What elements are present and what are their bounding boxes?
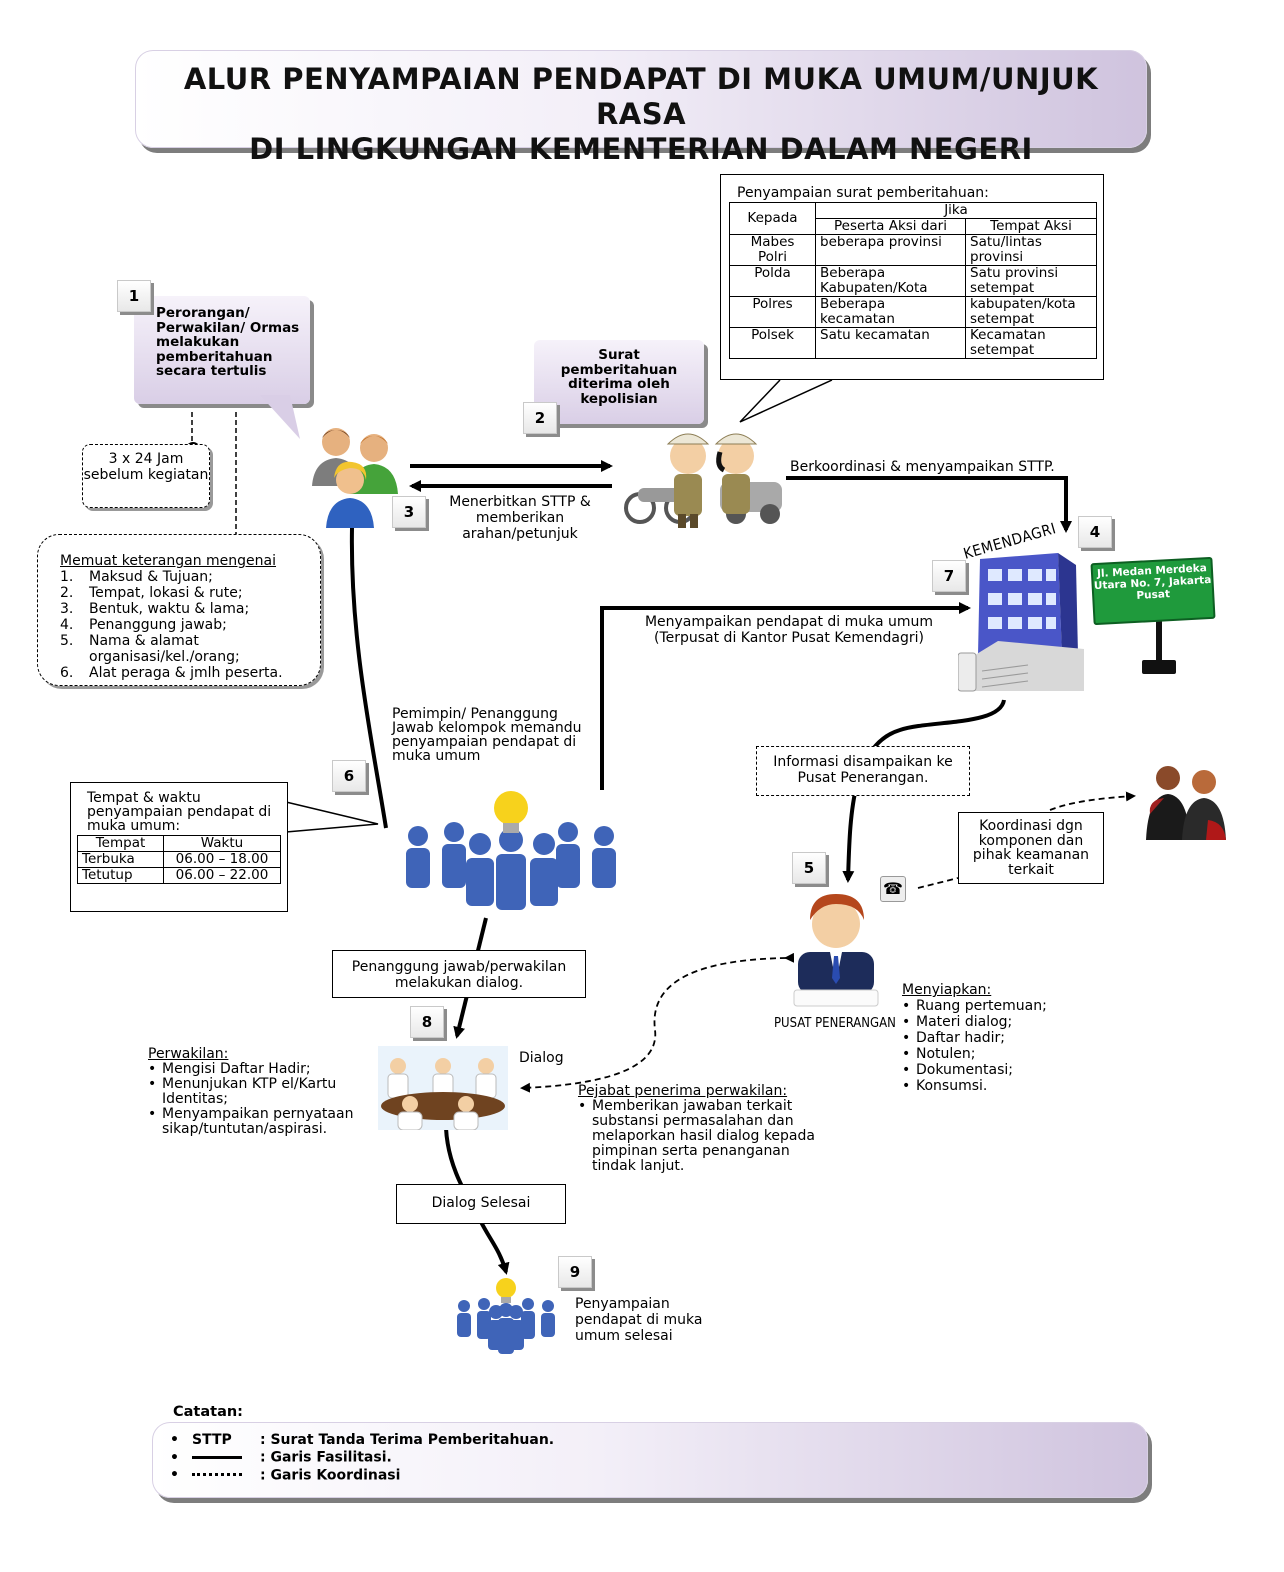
dialog-done-note: Dialog Selesai [396, 1184, 566, 1224]
dialog-rep-note: Penanggung jawab/perwakilan melakukan di… [332, 950, 586, 998]
police-icon [624, 433, 782, 528]
security-people-icon [1146, 766, 1226, 840]
list-item: 6.Alat peraga & jmlh peserta. [60, 665, 283, 681]
title-line-2: DI LINGKUNGAN KEMENTERIAN DALAM NEGERI [249, 132, 1033, 166]
step3-text: Menerbitkan STTP & memberikan arahan/pet… [449, 494, 591, 542]
list-item: Materi dialog; [902, 1014, 1082, 1030]
step7-text-line2: (Terpusat di Kantor Pusat Kemendagri) [653, 630, 924, 646]
crowd-done-icon [457, 1278, 555, 1354]
waktu-table-box: Tempat & waktu penyampaian pendapat di m… [70, 782, 288, 912]
step4-number: 4 [1078, 516, 1112, 548]
sign-post-icon [1142, 612, 1176, 674]
kemendagri-building-icon [958, 553, 1084, 692]
dash-to-security [1049, 791, 1136, 811]
table-row: Polda Beberapa Kabupaten/Kota Satu provi… [729, 265, 1097, 297]
address-sign: Jl. Medan Merdeka Utara No. 7, Jakarta P… [1090, 556, 1216, 626]
content-note-list: 1.Maksud & Tujuan; 2.Tempat, lokasi & ru… [60, 569, 310, 681]
content-note: Memuat keterangan mengenai 1.Maksud & Tu… [37, 534, 321, 686]
pusat-label: PUSAT PENERANGAN [774, 1016, 896, 1031]
catatan-legend: •STTP: Surat Tanda Terima Pemberitahuan.… [170, 1432, 554, 1484]
step1-callout: Perorangan/ Perwakilan/ Ormas melakukan … [134, 296, 310, 404]
catatan-title: Catatan: [173, 1404, 243, 1420]
catatan-banner: •STTP: Surat Tanda Terima Pemberitahuan.… [152, 1422, 1148, 1498]
title-banner: ALUR PENYAMPAIAN PENDAPAT DI MUKA UMUM/U… [135, 50, 1147, 166]
table-row: Mabes Polri beberapa provinsi Satu/linta… [729, 234, 1097, 266]
surat-header-peserta: Peserta Aksi dari [815, 218, 966, 235]
waktu-table: Tempat Waktu Terbuka 06.00 – 18.00 Tetut… [77, 835, 281, 884]
step1-text: Perorangan/ Perwakilan/ Ormas melakukan … [156, 305, 300, 379]
surat-header-kepada: Kepada [729, 202, 816, 235]
koordinasi-note: Koordinasi dgn komponen dan pihak keaman… [958, 812, 1104, 884]
table-row: Tetutup 06.00 – 22.00 [77, 867, 281, 884]
list-item: 2.Tempat, lokasi & rute; [60, 585, 243, 601]
legend-dotted: •: Garis Koordinasi [170, 1467, 401, 1483]
surat-header-jika: Jika [815, 202, 1097, 219]
crowd-lightbulb-icon [406, 791, 616, 910]
solid-line-swatch [192, 1455, 242, 1459]
dialog-meeting-icon [378, 1046, 508, 1130]
step4-text: Berkoordinasi & menyampaikan STTP. [790, 459, 1055, 475]
step7-number: 7 [932, 560, 966, 592]
dialog-label: Dialog [519, 1050, 564, 1066]
list-item: Notulen; [902, 1046, 1082, 1062]
waktu-header-tempat: Tempat [77, 835, 164, 852]
step6-number: 6 [332, 760, 366, 792]
list-item: Menunjukan KTP el/Kartu Identitas; [148, 1077, 368, 1107]
table-row: Polres Beberapa kecamatan kabupaten/kota… [729, 296, 1097, 328]
perwakilan-list: Perwakilan: Mengisi Daftar Hadir; Menunj… [148, 1047, 368, 1137]
pejabat-header: Pejabat penerima perwakilan: [578, 1083, 788, 1099]
list-item: Daftar hadir; [902, 1030, 1082, 1046]
surat-table: Kepada Jika Peserta Aksi dari Tempat Aks… [729, 202, 1097, 359]
content-note-header: Memuat keterangan mengenai [60, 553, 277, 569]
arrow-to-pusat [842, 699, 1006, 883]
pusat-prep-list: Menyiapkan: Ruang pertemuan; Materi dial… [902, 982, 1082, 1094]
info-pusat-note: Informasi disampaikan ke Pusat Peneranga… [756, 746, 970, 796]
list-item: 4.Penanggung jawab; [60, 617, 227, 633]
step3-number: 3 [392, 496, 426, 528]
step5-number: 5 [792, 852, 826, 884]
time-before-note: 3 x 24 Jam sebelum kegiatan [82, 444, 210, 508]
step8-number: 8 [410, 1006, 444, 1038]
table-row: Terbuka 06.00 – 18.00 [77, 851, 281, 868]
step7-text: Menyampaikan pendapat di muka umum (Terp… [622, 614, 956, 646]
step9-number: 9 [558, 1256, 592, 1288]
list-item: Memberikan jawaban terkait substansi per… [578, 1099, 818, 1174]
pejabat-list: Pejabat penerima perwakilan: Memberikan … [578, 1084, 818, 1174]
step2-callout: Surat pemberitahuan diterima oleh kepoli… [534, 340, 704, 424]
surat-header-tempat: Tempat Aksi [965, 218, 1097, 235]
perwakilan-header: Perwakilan: [148, 1046, 229, 1062]
phone-icon: ☎ [880, 876, 906, 902]
legend-solid: •: Garis Fasilitasi. [170, 1449, 392, 1466]
pusat-penerangan-officer-icon [793, 894, 879, 1007]
step6-text: Pemimpin/ Penanggung Jawab kelompok mema… [392, 706, 582, 764]
step2-number: 2 [523, 402, 557, 434]
list-item: Konsumsi. [902, 1078, 1082, 1094]
step9-text: Penyampaian pendapat di muka umum selesa… [575, 1296, 703, 1344]
surat-table-caption: Penyampaian surat pemberitahuan: [737, 185, 989, 201]
dotted-line-swatch [192, 1473, 242, 1476]
step7-text-line1: Menyampaikan pendapat di muka umum [644, 614, 934, 630]
legend-sttp: •STTP: Surat Tanda Terima Pemberitahuan. [170, 1432, 555, 1448]
surat-table-box: Penyampaian surat pemberitahuan: Kepada … [720, 174, 1104, 380]
table-row: Polsek Satu kecamatan Kecamatan setempat [729, 327, 1097, 359]
waktu-header-waktu: Waktu [163, 835, 281, 852]
waktu-table-caption: Tempat & waktu penyampaian pendapat di m… [87, 790, 272, 834]
people-group-icon [312, 428, 398, 528]
list-item: Ruang pertemuan; [902, 998, 1082, 1014]
step1-callout-tail [260, 395, 300, 439]
dash-dialog-pusat [520, 952, 795, 1093]
pusat-prep-header: Menyiapkan: [902, 982, 992, 998]
step2-text: Surat pemberitahuan diterima oleh kepoli… [560, 347, 678, 407]
line-people-to-crowd [349, 527, 388, 829]
arrow-crowd-to-kemendagri [600, 602, 971, 790]
list-item: 5.Nama & alamat organisasi/kel./orang; [60, 633, 240, 665]
title-line-1: ALUR PENYAMPAIAN PENDAPAT DI MUKA UMUM/U… [183, 62, 1099, 131]
list-item: 3.Bentuk, waktu & lama; [60, 601, 250, 617]
list-item: Dokumentasi; [902, 1062, 1082, 1078]
step1-number: 1 [117, 280, 151, 312]
list-item: 1.Maksud & Tujuan; [60, 569, 213, 585]
list-item: Menyampaikan pernyataan sikap/tuntutan/a… [148, 1107, 368, 1137]
arrow-to-kemendagri [786, 476, 1072, 533]
list-item: Mengisi Daftar Hadir; [148, 1062, 368, 1078]
